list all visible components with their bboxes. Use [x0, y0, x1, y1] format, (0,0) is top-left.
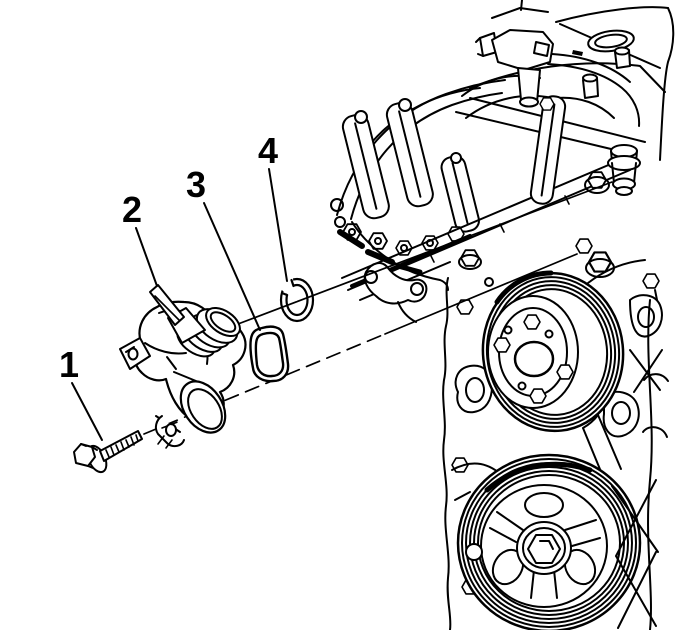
- part-4-o-ring: [272, 268, 315, 323]
- cover-strap: [529, 95, 567, 205]
- callout-4-leader: [268, 168, 288, 282]
- callout-2-label: 2: [122, 189, 142, 230]
- callout-3-label: 3: [186, 164, 206, 205]
- callout-leaders: [71, 168, 288, 441]
- engine-illustration: [330, 0, 675, 630]
- assembly-lines: [143, 181, 613, 435]
- callout-labels: 1 2 3 4: [59, 130, 278, 385]
- ignition-coil: [475, 29, 554, 108]
- engine-lower-left-edge: [351, 221, 449, 323]
- block-bolts: [575, 171, 669, 438]
- part-1-bolt: [73, 430, 143, 474]
- callout-4-label: 4: [258, 130, 278, 171]
- assembly-line-lower-solid: [384, 253, 578, 335]
- injector-towers: [341, 98, 480, 233]
- assembly-line-upper: [237, 181, 613, 325]
- front-cover-edge: [442, 249, 499, 630]
- block-ribs: [611, 299, 659, 630]
- crankshaft-pulley: [456, 453, 642, 630]
- callout-2-leader: [135, 227, 158, 287]
- part-3-seal: [249, 325, 290, 383]
- callout-1-leader: [71, 382, 103, 441]
- harness-pipe-2: [551, 53, 631, 83]
- sensor-fitting: [607, 144, 641, 196]
- part-2-water-outlet: [119, 284, 247, 449]
- harness-pipe: [547, 63, 641, 127]
- callout-3-leader: [203, 202, 261, 331]
- water-pump-pulley: [481, 270, 625, 433]
- cover-bolt-towers: [582, 46, 631, 99]
- breather-oval: [572, 29, 635, 56]
- callout-1-label: 1: [59, 344, 79, 385]
- cam-cap-bolts: [330, 198, 465, 275]
- assembly-line-lower-dashed: [143, 333, 386, 435]
